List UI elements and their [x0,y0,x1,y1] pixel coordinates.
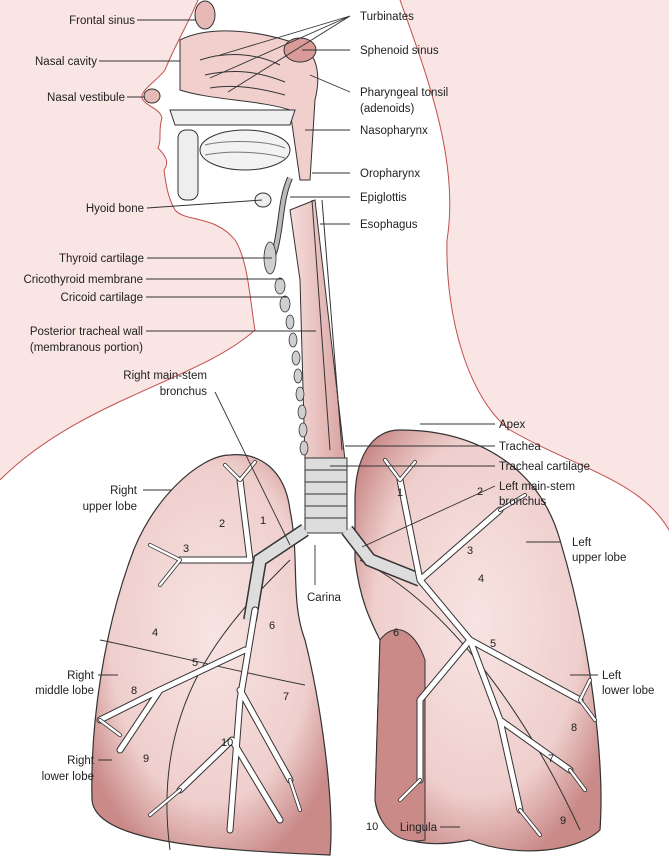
nasal-structures [143,0,319,271]
label-tracheal-cartilage: Tracheal cartilage [499,461,590,473]
label-epiglottis: Epiglottis [360,192,407,204]
left-segment-5: 5 [490,638,496,650]
right-segment-10: 10 [221,737,233,749]
label-right-middle-lobe: Right [67,670,95,682]
left-segment-numbers: 1 2 3 4 5 6 7 8 9 10 [366,486,577,833]
label-thyroid-cartilage: Thyroid cartilage [59,253,144,265]
label-lingula: Lingula [400,822,438,834]
label-trachea: Trachea [499,441,541,453]
label-right-main-stem-2: bronchus [160,386,208,398]
label-right-main-stem: Right main-stem [123,370,207,382]
label-cricothyroid-membrane: Cricothyroid membrane [23,274,143,286]
label-right-lower-lobe-2: lower lobe [42,771,94,783]
label-adenoids: (adenoids) [360,103,415,115]
label-turbinates: Turbinates [360,11,414,23]
label-oropharynx: Oropharynx [360,168,420,180]
label-left-lower-lobe: Left [602,670,622,682]
left-segment-4: 4 [478,573,484,585]
trachea [263,199,346,461]
label-frontal-sinus: Frontal sinus [69,15,135,27]
label-nasopharynx: Nasopharynx [360,125,428,137]
label-left-main-stem: Left main-stem [499,481,575,493]
right-segment-1: 1 [260,515,266,527]
right-segment-6: 6 [269,620,275,632]
label-hyoid-bone: Hyoid bone [86,203,144,215]
left-segment-3: 3 [467,545,473,557]
leader-lines [98,15,598,828]
left-segment-9: 9 [560,815,566,827]
right-segment-8: 8 [131,685,137,697]
label-cricoid-cartilage: Cricoid cartilage [61,292,143,304]
right-segment-5: 5 [192,657,198,669]
label-esophagus: Esophagus [360,219,418,231]
label-left-upper-lobe: Left [572,537,592,549]
label-nasal-vestibule: Nasal vestibule [47,92,125,104]
left-segment-2: 2 [477,486,483,498]
label-carina: Carina [307,592,341,604]
background-tissue [0,0,669,531]
label-right-lower-lobe: Right [67,755,95,767]
label-right-middle-lobe-2: middle lobe [35,685,94,697]
left-segment-8: 8 [571,722,577,734]
label-sphenoid-sinus: Sphenoid sinus [360,45,439,57]
label-pharyngeal-tonsil: Pharyngeal tonsil [360,87,448,99]
bronchial-tree [96,457,597,837]
label-left-lower-lobe-2: lower lobe [602,685,654,697]
label-posterior-tracheal-wall: Posterior tracheal wall [30,326,143,338]
left-segment-1: 1 [397,487,403,499]
label-apex: Apex [499,419,525,431]
right-segment-2: 2 [219,518,225,530]
left-segment-10: 10 [366,821,378,833]
label-nasal-cavity: Nasal cavity [35,56,97,68]
right-segment-9: 9 [143,753,149,765]
left-segment-7: 7 [548,753,554,765]
label-left-upper-lobe-2: upper lobe [572,552,626,564]
right-segment-3: 3 [183,543,189,555]
right-segment-numbers: 1 2 3 4 5 6 7 8 9 10 [131,515,289,765]
label-right-upper-lobe: Right [110,485,138,497]
right-segment-7: 7 [283,691,289,703]
label-left-main-stem-2: bronchus [499,496,547,508]
label-right-upper-lobe-2: upper lobe [83,501,137,513]
right-segment-4: 4 [152,627,158,639]
labels: Frontal sinus Nasal cavity Nasal vestibu… [23,11,654,834]
left-segment-6: 6 [393,627,399,639]
label-membranous-portion: (membranous portion) [30,342,143,354]
